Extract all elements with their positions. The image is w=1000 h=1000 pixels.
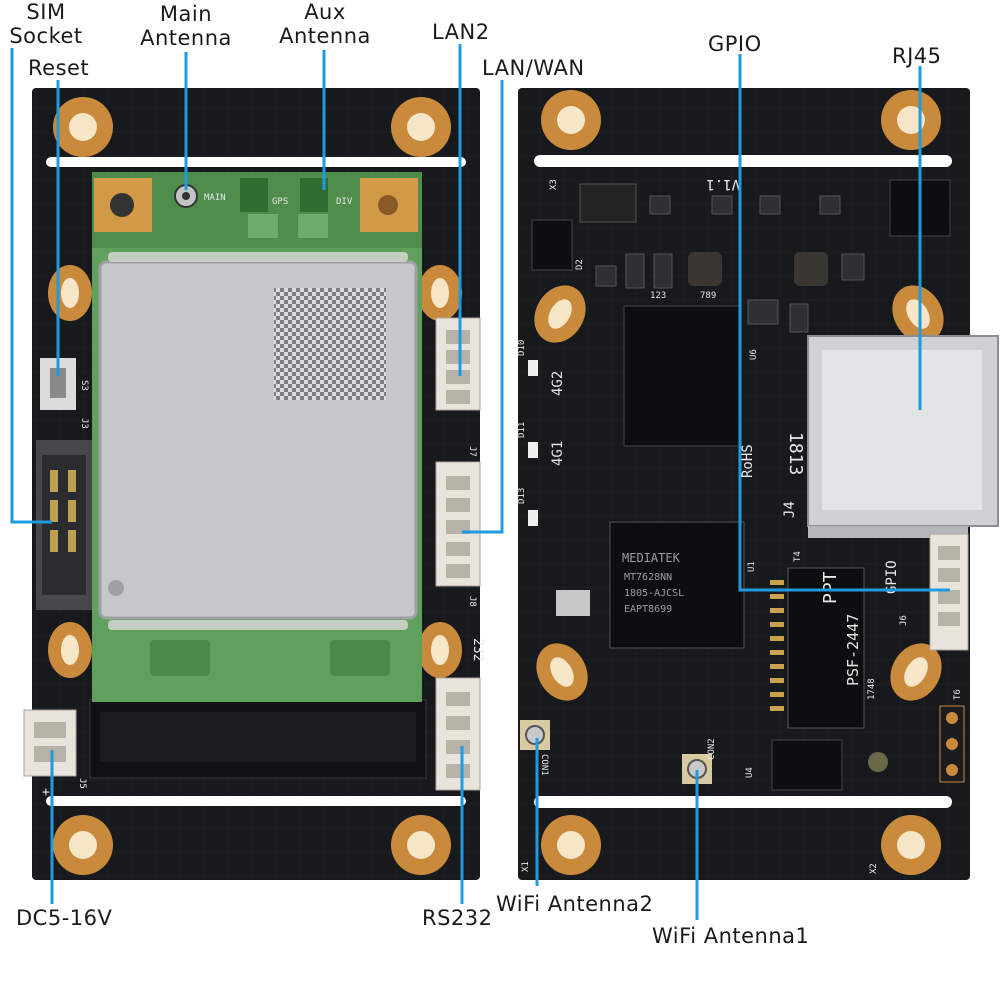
- silk-chip-model: MT7628NN: [624, 572, 672, 583]
- silk-xfmr-brand: PPT: [820, 571, 841, 604]
- silk-con2: CON2: [707, 738, 717, 760]
- label-aux-antenna-line1: Aux: [304, 0, 346, 24]
- silk-j4: J4: [782, 501, 798, 518]
- silk-chip-code: EAPT8699: [624, 604, 672, 615]
- label-sim-socket-line1: SIM: [26, 0, 66, 24]
- label-main-antenna-line1: Main: [159, 2, 213, 26]
- label-rj45: RJ45: [892, 44, 942, 68]
- right-bottom-slot: [534, 796, 952, 808]
- silk-j8: J8: [467, 596, 477, 607]
- silk-plus: +: [42, 785, 50, 800]
- reset-switch: [40, 358, 76, 410]
- silk-t4: T4: [793, 551, 803, 562]
- sim-socket: [36, 440, 92, 610]
- silk-d10: D10: [517, 340, 527, 356]
- right-mount-pads: [541, 90, 941, 875]
- leader-lines: [10, 44, 950, 920]
- leader-gpio: [738, 54, 950, 592]
- u4-chip: [771, 739, 843, 791]
- silk-gpio: GPIO: [884, 560, 900, 594]
- silk-789: 789: [700, 291, 716, 301]
- silk-xfmr-code: 1748: [867, 678, 877, 700]
- ram-chip: [623, 305, 741, 447]
- silk-div: DIV: [336, 197, 353, 207]
- gpio-connector: [929, 533, 969, 651]
- silk-j5: J5: [77, 778, 87, 789]
- label-lan2: LAN2: [432, 20, 490, 44]
- left-board: MAIN GPS DIV S3 J3 + J5 J7 J8 232: [23, 88, 485, 880]
- silk-main: MAIN: [204, 193, 226, 203]
- dc-connector: [23, 709, 77, 777]
- soc-chip: [609, 521, 745, 649]
- label-wifi-antenna1: WiFi Antenna1: [652, 924, 810, 948]
- left-mount-pads: [53, 97, 451, 875]
- mpcie-slot: [89, 699, 427, 779]
- right-oval-pads: [534, 285, 944, 701]
- silk-version: V1.1: [706, 176, 740, 192]
- silk-date-code: 1813: [785, 432, 806, 475]
- silk-xfmr-model: PSF-2447: [844, 614, 862, 686]
- silk-j3: J3: [79, 418, 89, 429]
- silk-chip-lot: 1805-AJCSL: [624, 588, 684, 599]
- label-dc-power: DC5-16V: [16, 906, 113, 930]
- lan2-connector: [435, 317, 481, 411]
- t6-header: [939, 705, 965, 783]
- silk-4g1: 4G1: [550, 441, 566, 466]
- label-reset: Reset: [28, 56, 90, 80]
- module-qr-code: [274, 288, 386, 400]
- silk-chip-brand: MEDIATEK: [622, 551, 681, 565]
- right-board: D10 D11 D13 4G2 4G1 X3 D2 V1.1 123 789 1…: [517, 88, 999, 880]
- silk-j7: J7: [467, 446, 477, 457]
- silk-gps: GPS: [272, 197, 288, 207]
- left-bottom-slot: [46, 796, 466, 806]
- silk-4g2: 4G2: [550, 371, 566, 396]
- silk-u4: U4: [745, 767, 755, 778]
- label-sim-socket: SIM Socket: [4, 0, 88, 48]
- silk-rohs: RoHS: [740, 444, 756, 478]
- label-main-antenna: Main Antenna: [128, 2, 244, 50]
- lan-wan-connector: [435, 461, 481, 587]
- label-rs232: RS232: [422, 906, 493, 930]
- leader-lan-wan: [462, 80, 504, 534]
- silk-t6: T6: [953, 689, 963, 700]
- silk-d11: D11: [517, 422, 527, 438]
- label-sim-socket-line2: Socket: [9, 24, 83, 48]
- wifi-antenna2-connector: [520, 720, 550, 750]
- lte-module: [92, 172, 422, 702]
- right-top-slot: [534, 155, 952, 167]
- silk-d13: D13: [517, 488, 527, 504]
- label-main-antenna-line2: Antenna: [140, 26, 232, 50]
- left-top-slot: [46, 157, 466, 167]
- rj45-jack: [807, 335, 999, 538]
- silk-con1: CON1: [539, 754, 549, 776]
- silk-j6: J6: [899, 615, 909, 626]
- silk-x1: X1: [521, 861, 531, 872]
- left-oval-pads: [48, 265, 462, 678]
- silk-u1: U1: [747, 561, 757, 572]
- silk-x2: X2: [869, 863, 879, 874]
- label-aux-antenna: Aux Antenna: [268, 0, 382, 48]
- silk-232: 232: [470, 638, 485, 661]
- label-lan-wan: LAN/WAN: [482, 56, 585, 80]
- ethernet-transformer: [787, 567, 865, 729]
- label-wifi-antenna2: WiFi Antenna2: [496, 892, 654, 916]
- silk-u6: U6: [749, 349, 759, 360]
- silk-x3: X3: [549, 179, 559, 190]
- wifi-antenna1-connector: [682, 754, 712, 784]
- label-aux-antenna-line2: Antenna: [279, 24, 371, 48]
- label-gpio: GPIO: [708, 32, 762, 56]
- rs232-connector: [435, 677, 481, 791]
- leader-sim-socket: [10, 48, 52, 524]
- silk-123: 123: [650, 291, 666, 301]
- silk-s3: S3: [79, 380, 89, 391]
- silk-d2: D2: [575, 259, 585, 270]
